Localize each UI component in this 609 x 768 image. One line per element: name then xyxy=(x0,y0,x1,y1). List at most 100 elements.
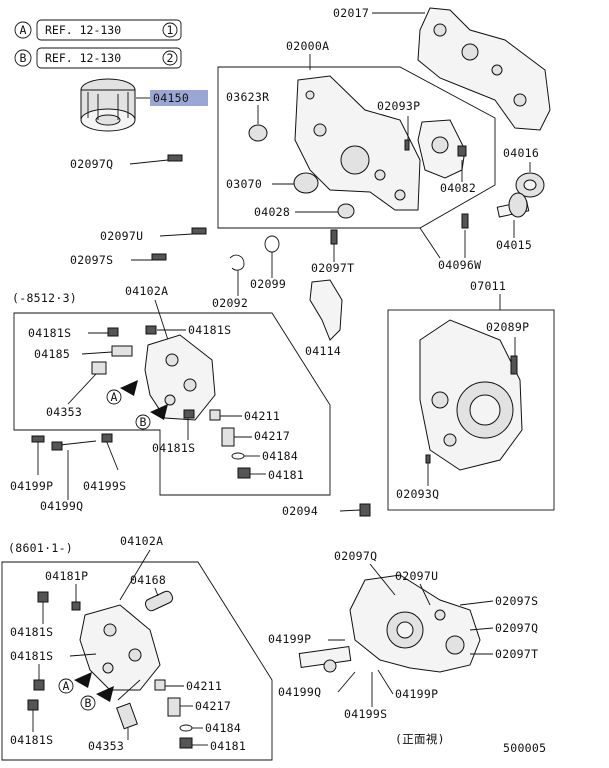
gasket-04184-2[interactable] xyxy=(179,724,193,732)
label-04181S-c[interactable]: 04181S xyxy=(152,441,195,455)
case-07011[interactable] xyxy=(419,319,523,471)
stud-02089P[interactable] xyxy=(510,355,518,375)
label-04185[interactable]: 04185 xyxy=(34,347,70,361)
label-04199Q-r[interactable]: 04199Q xyxy=(278,685,321,699)
label-04211-1[interactable]: 04211 xyxy=(244,409,280,423)
label-02097Q-top[interactable]: 02097Q xyxy=(70,157,113,171)
shaft-04015[interactable] xyxy=(496,192,530,218)
switch-04353-1[interactable] xyxy=(91,361,107,375)
label-04184-2[interactable]: 04184 xyxy=(205,721,241,735)
plug-04181S-a[interactable] xyxy=(107,327,119,337)
plug-02094[interactable] xyxy=(359,503,371,517)
label-04181S-e[interactable]: 04181S xyxy=(10,649,53,663)
oil-seal-03070[interactable] xyxy=(293,172,319,194)
label-04114[interactable]: 04114 xyxy=(305,344,341,358)
oil-pump-cover[interactable] xyxy=(417,119,466,179)
plug-04181S-e[interactable] xyxy=(33,679,45,691)
label-04199S-r[interactable]: 04199S xyxy=(344,707,387,721)
label-04102A-1[interactable]: 04102A xyxy=(125,284,168,298)
label-04199P-1[interactable]: 04199P xyxy=(10,479,53,493)
bolt-02097T-m[interactable] xyxy=(330,229,338,245)
gasket-02092[interactable] xyxy=(229,254,245,271)
label-03070[interactable]: 03070 xyxy=(226,177,262,191)
thermostat-04168[interactable] xyxy=(144,590,174,613)
bolt-04199S-1[interactable] xyxy=(105,439,119,471)
label-02097U-l[interactable]: 02097U xyxy=(100,229,143,243)
label-02097S-l[interactable]: 02097S xyxy=(70,253,113,267)
label-04217-2[interactable]: 04217 xyxy=(195,699,231,713)
label-02093P[interactable]: 02093P xyxy=(377,99,420,113)
label-04181S-b[interactable]: 04181S xyxy=(188,323,231,337)
plug-04181-1[interactable] xyxy=(237,467,251,479)
label-02000A[interactable]: 02000A xyxy=(286,39,329,53)
bolt-02097S-l[interactable] xyxy=(151,253,167,261)
label-02097U-r[interactable]: 02097U xyxy=(395,569,438,583)
label-04353-1[interactable]: 04353 xyxy=(46,405,82,419)
oil-cooler-bracket-2[interactable] xyxy=(79,604,161,691)
oil-filter[interactable] xyxy=(80,78,136,132)
label-04353-2[interactable]: 04353 xyxy=(88,739,124,753)
sensor-04185[interactable] xyxy=(111,345,133,357)
label-02097Q-r[interactable]: 02097Q xyxy=(334,549,377,563)
label-04016[interactable]: 04016 xyxy=(503,146,539,160)
label-02092[interactable]: 02092 xyxy=(212,296,248,310)
label-02097S-r[interactable]: 02097S xyxy=(495,594,538,608)
label-02089P[interactable]: 02089P xyxy=(486,320,529,334)
plug-04181S-f[interactable] xyxy=(27,699,39,711)
label-04082[interactable]: 04082 xyxy=(440,181,476,195)
bolt-04082[interactable] xyxy=(457,145,467,157)
plug-04181S-c[interactable] xyxy=(183,409,195,419)
label-04199P-r[interactable]: 04199P xyxy=(268,632,311,646)
switch-04353-2[interactable] xyxy=(116,702,138,730)
label-02099[interactable]: 02099 xyxy=(250,277,286,291)
label-07011[interactable]: 07011 xyxy=(470,279,506,293)
pin-02093Q[interactable] xyxy=(425,454,431,464)
label-04028[interactable]: 04028 xyxy=(254,205,290,219)
plug-04181S-d[interactable] xyxy=(37,591,49,603)
label-02093Q[interactable]: 02093Q xyxy=(396,487,439,501)
label-04102A-2[interactable]: 04102A xyxy=(120,534,163,548)
plug-04181P[interactable] xyxy=(71,601,81,611)
spring-04217-2[interactable] xyxy=(167,697,181,717)
label-04168[interactable]: 04168 xyxy=(130,573,166,587)
bolt-02097U-l[interactable] xyxy=(191,227,207,235)
label-04015[interactable]: 04015 xyxy=(496,238,532,252)
label-03623R[interactable]: 03623R xyxy=(226,90,269,104)
label-02017[interactable]: 02017 xyxy=(333,6,369,20)
label-04199P-r2[interactable]: 04199P xyxy=(395,687,438,701)
label-02094[interactable]: 02094 xyxy=(282,504,318,518)
label-04096W[interactable]: 04096W xyxy=(438,258,481,272)
label-02097Q-r2[interactable]: 02097Q xyxy=(495,621,538,635)
gasket-04184-1[interactable] xyxy=(231,452,245,460)
plug-04181-2[interactable] xyxy=(179,737,193,749)
oil-cooler-bracket-1[interactable] xyxy=(144,334,216,421)
label-04181S-f[interactable]: 04181S xyxy=(10,733,53,747)
label-04181S-d[interactable]: 04181S xyxy=(10,625,53,639)
label-02097T-m[interactable]: 02097T xyxy=(311,261,354,275)
oil-seal-03623R[interactable] xyxy=(248,124,268,142)
spring-04217-1[interactable] xyxy=(221,427,235,447)
oil-pump-case[interactable] xyxy=(294,75,421,211)
gear-04016[interactable] xyxy=(515,172,545,198)
pin-02093P[interactable] xyxy=(404,139,410,151)
bolt-04096W[interactable] xyxy=(461,213,469,229)
bolt-02097Q-top[interactable] xyxy=(167,154,183,162)
label-04211-2[interactable]: 04211 xyxy=(186,679,222,693)
label-04199S-1[interactable]: 04199S xyxy=(83,479,126,493)
label-04199Q-1[interactable]: 04199Q xyxy=(40,499,83,513)
label-04181-1[interactable]: 04181 xyxy=(268,468,304,482)
label-04181S-a[interactable]: 04181S xyxy=(28,326,71,340)
oring-04028[interactable] xyxy=(337,203,355,219)
front-view-assembly[interactable] xyxy=(298,574,481,673)
bolt-04199Q-1[interactable] xyxy=(59,440,97,446)
label-04150[interactable]: 04150 xyxy=(153,91,189,105)
bracket-04114[interactable] xyxy=(309,279,343,341)
ring-02099[interactable] xyxy=(264,235,280,253)
label-04181-2[interactable]: 04181 xyxy=(210,739,246,753)
label-04217-1[interactable]: 04217 xyxy=(254,429,290,443)
label-04181P[interactable]: 04181P xyxy=(45,569,88,583)
timing-case-cover[interactable] xyxy=(417,7,551,131)
label-04184-1[interactable]: 04184 xyxy=(262,449,298,463)
plug-04181S-b[interactable] xyxy=(145,325,157,335)
label-02097T-r[interactable]: 02097T xyxy=(495,647,538,661)
